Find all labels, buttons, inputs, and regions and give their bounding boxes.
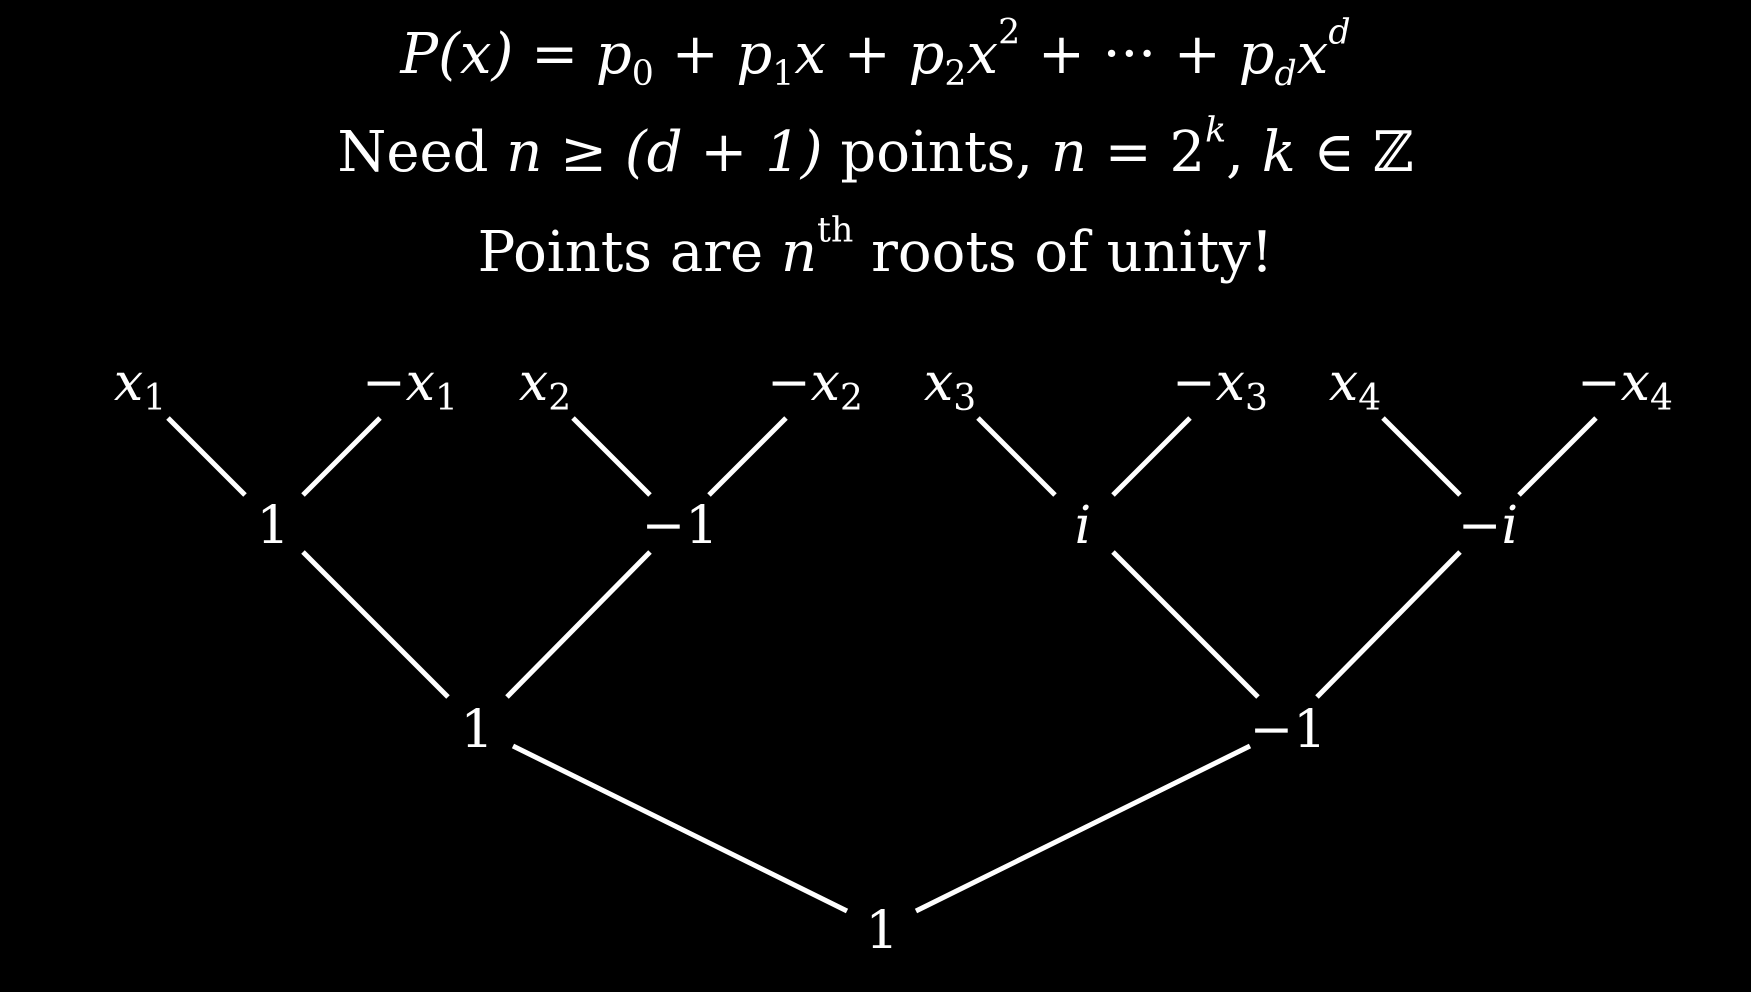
tree-edge [1315, 550, 1462, 699]
n-symbol: n [1050, 120, 1087, 185]
power-base: 2 [1169, 120, 1206, 185]
term-2-var: x [966, 22, 999, 87]
root-node: 1 [865, 901, 898, 961]
n-symbol: n [780, 220, 818, 285]
tree-edge [301, 416, 382, 497]
leaf-node: x1 [114, 353, 166, 419]
tree-edge [707, 416, 788, 497]
tree-edge [1111, 416, 1192, 497]
plus-sign: + [671, 22, 719, 87]
level1-node: 1 [256, 496, 289, 556]
leaf-node: −x3 [1172, 353, 1268, 419]
level2-node: −1 [1250, 700, 1327, 760]
element-of-sign: ∈ [1313, 120, 1355, 185]
polynomial-equation: P(x) = p0 + p1x + p2x2 + ··· + pdxd [0, 15, 1751, 91]
roots-of-unity-statement: Points are nth roots of unity! [0, 213, 1751, 288]
tree-edge [571, 416, 652, 497]
tree-edge [505, 550, 652, 699]
geq-sign: ≥ [560, 120, 608, 185]
term-d-coef: p [1238, 22, 1275, 87]
tree-edge [1517, 416, 1598, 497]
term-2-coef: p [908, 22, 945, 87]
tree-edge [914, 743, 1252, 914]
n-symbol: n [506, 120, 543, 185]
points-requirement: Need n ≥ (d + 1) points, n = 2k, k ∈ ℤ [0, 113, 1751, 188]
leaf-node: −x2 [767, 353, 863, 419]
tree-edge [1381, 416, 1462, 497]
equals-sign: = [531, 22, 579, 87]
term-0-coef: p [595, 22, 632, 87]
power-exponent: k [1205, 110, 1227, 151]
degree-plus-one: (d + 1) [624, 120, 823, 185]
plus-sign: + [843, 22, 891, 87]
polynomial-lhs: P(x) [400, 22, 514, 87]
term-0-index: 0 [631, 54, 654, 95]
ordinal-suffix: th [817, 210, 854, 251]
level1-node: −i [1458, 496, 1518, 556]
term-d-var: x [1296, 22, 1329, 87]
leaf-node: −x4 [1577, 353, 1673, 419]
term-2-index: 2 [944, 54, 967, 95]
points-label: points, [840, 120, 1034, 185]
points-are-label: Points are [477, 220, 764, 285]
k-symbol: k [1261, 120, 1296, 185]
term-d-index: d [1274, 54, 1297, 95]
tree-edges [166, 416, 1598, 914]
tree-edge [511, 743, 849, 914]
leaf-node: x2 [519, 353, 571, 419]
roots-of-unity-label: roots of unity! [871, 220, 1274, 285]
tree-edge [1111, 550, 1260, 699]
term-1-index: 1 [772, 54, 795, 95]
term-d-power: d [1328, 12, 1351, 53]
leaf-node: −x1 [362, 353, 458, 419]
plus-sign: + [1037, 22, 1085, 87]
integers-symbol: ℤ [1372, 120, 1414, 185]
leaf-node: x3 [924, 353, 976, 419]
term-1-coef: p [736, 22, 773, 87]
level1-node: −1 [642, 496, 719, 556]
term-2-power: 2 [998, 12, 1021, 53]
equals-sign: = [1104, 120, 1152, 185]
tree-edge [166, 416, 247, 497]
term-1-var: x [794, 22, 826, 87]
comma: , [1226, 120, 1244, 185]
leaf-node: x4 [1329, 353, 1381, 419]
ellipsis: ··· [1102, 22, 1157, 87]
tree-edge [301, 550, 450, 699]
level2-node: 1 [460, 700, 493, 760]
need-label: Need [337, 120, 489, 185]
level1-node: i [1075, 496, 1092, 556]
plus-sign: + [1173, 22, 1221, 87]
tree-edge [976, 416, 1057, 497]
